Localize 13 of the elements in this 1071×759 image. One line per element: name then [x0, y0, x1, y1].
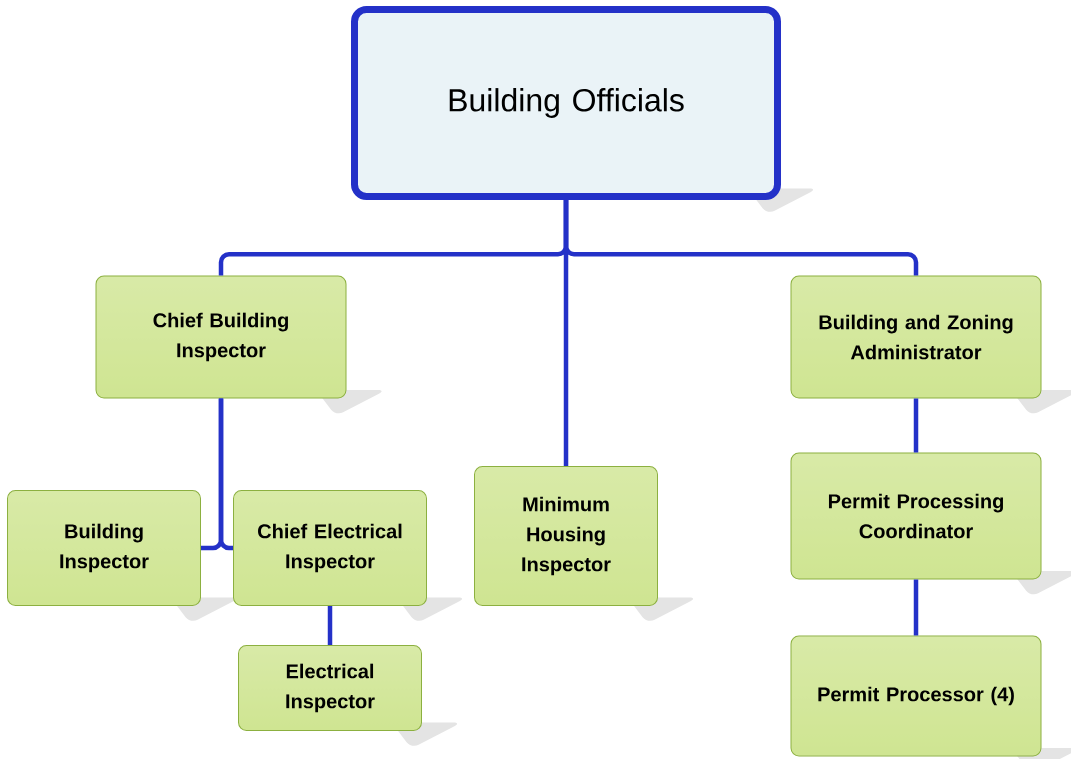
position-box: Permit Processing Coordinator [790, 452, 1042, 580]
title-box: Building Officials [351, 6, 781, 200]
position-box: Minimum Housing Inspector [474, 466, 658, 606]
connector-line [327, 606, 333, 645]
position-box: Building and Zoning Administrator [790, 275, 1042, 399]
position-box: Building Inspector [7, 490, 201, 606]
position-box: Permit Processor (4) [790, 635, 1042, 757]
position-box: Chief Building Inspector [95, 275, 347, 399]
position-box: Chief Electrical Inspector [233, 490, 427, 606]
connector-line [913, 579, 919, 636]
position-box: Electrical Inspector [238, 645, 422, 731]
connector-line [218, 398, 233, 551]
connector-line [913, 398, 919, 453]
